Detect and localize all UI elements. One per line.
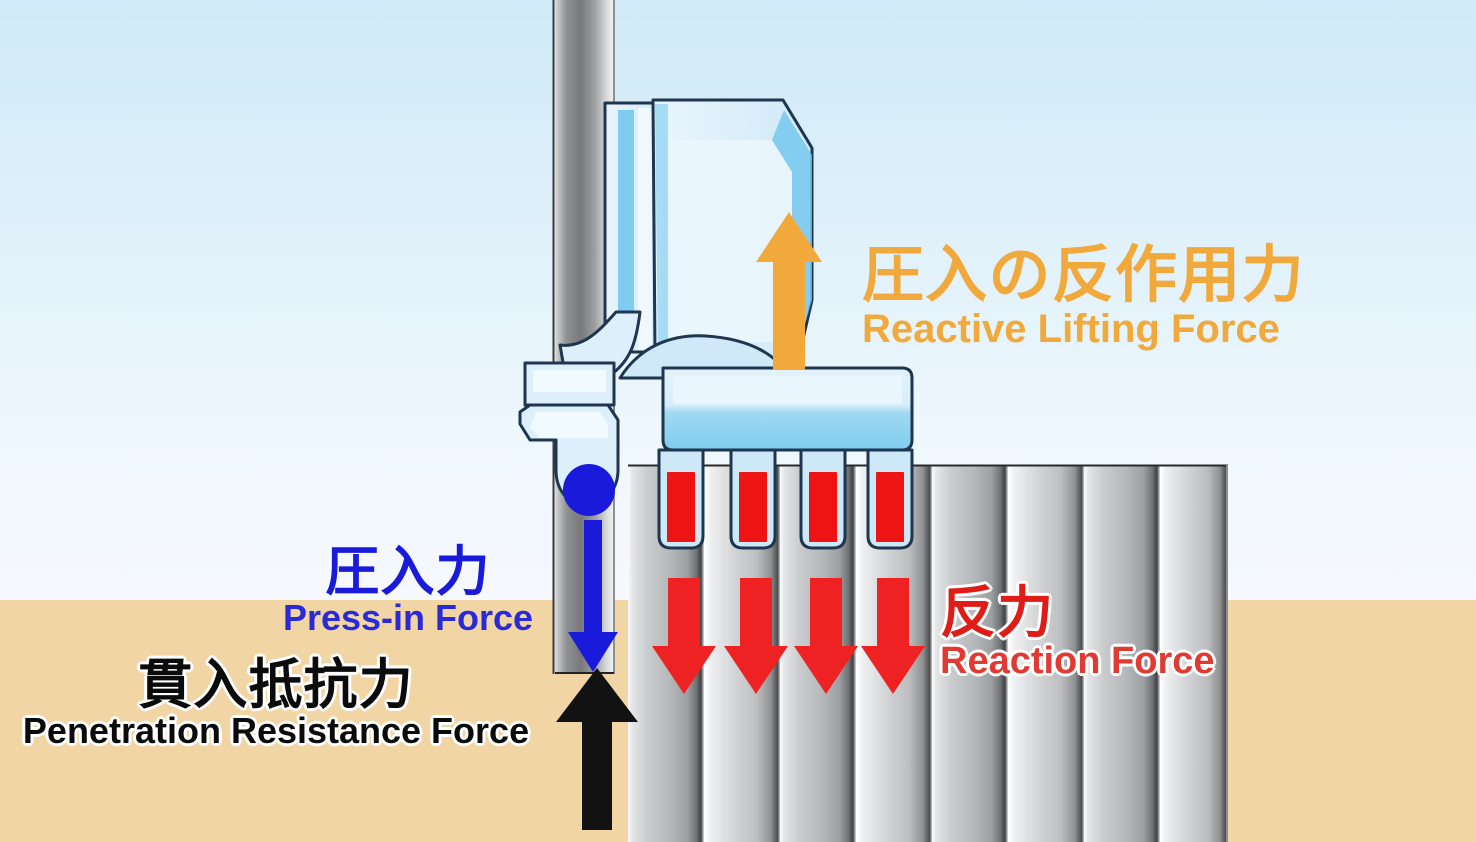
label-press-in-force: 圧入力 Press-in Force <box>268 545 548 636</box>
penetration-resistance-arrow <box>556 668 638 830</box>
label-reaction-force-en: Reaction Force <box>940 640 1215 682</box>
label-penetration-resistance-force-en: Penetration Resistance Force <box>22 710 530 751</box>
label-press-in-force-en: Press-in Force <box>282 597 534 638</box>
label-penetration-resistance-force: 貫入抵抗力 Penetration Resistance Force <box>0 658 556 749</box>
label-press-in-force-jp: 圧入力 <box>325 542 491 602</box>
reaction-arrow <box>794 578 858 694</box>
sheet-pile <box>1008 465 1084 842</box>
machine-swivel-arm <box>558 310 642 376</box>
sheet-pile <box>932 465 1008 842</box>
reaction-arrow <box>861 578 925 694</box>
sheet-pile <box>1160 465 1228 842</box>
reaction-arrow <box>652 578 716 694</box>
reactive-lifting-arrow <box>756 212 822 370</box>
label-penetration-resistance-force-jp: 貫入抵抗力 <box>138 655 414 715</box>
clamp-indicator <box>667 472 695 542</box>
label-reactive-lifting-force-jp: 圧入の反作用力 <box>862 241 1305 310</box>
sheet-pile <box>1084 465 1160 842</box>
label-reactive-lifting-force: 圧入の反作用力 Reactive Lifting Force <box>862 241 1305 351</box>
machine-clamps <box>657 448 914 550</box>
press-in-piling-machine <box>518 98 914 550</box>
label-reaction-force-jp: 反力 <box>940 581 1055 644</box>
reaction-arrow <box>724 578 788 694</box>
chuck-grip-indicator <box>563 464 615 516</box>
press-in-arrow <box>568 520 618 672</box>
label-reaction-force: 反力 Reaction Force <box>940 581 1215 682</box>
reaction-arrows <box>652 578 925 694</box>
clamp-indicator <box>809 472 837 542</box>
clamp-indicator <box>876 472 904 542</box>
clamp-indicator <box>739 472 767 542</box>
label-reactive-lifting-force-en: Reactive Lifting Force <box>862 307 1280 351</box>
